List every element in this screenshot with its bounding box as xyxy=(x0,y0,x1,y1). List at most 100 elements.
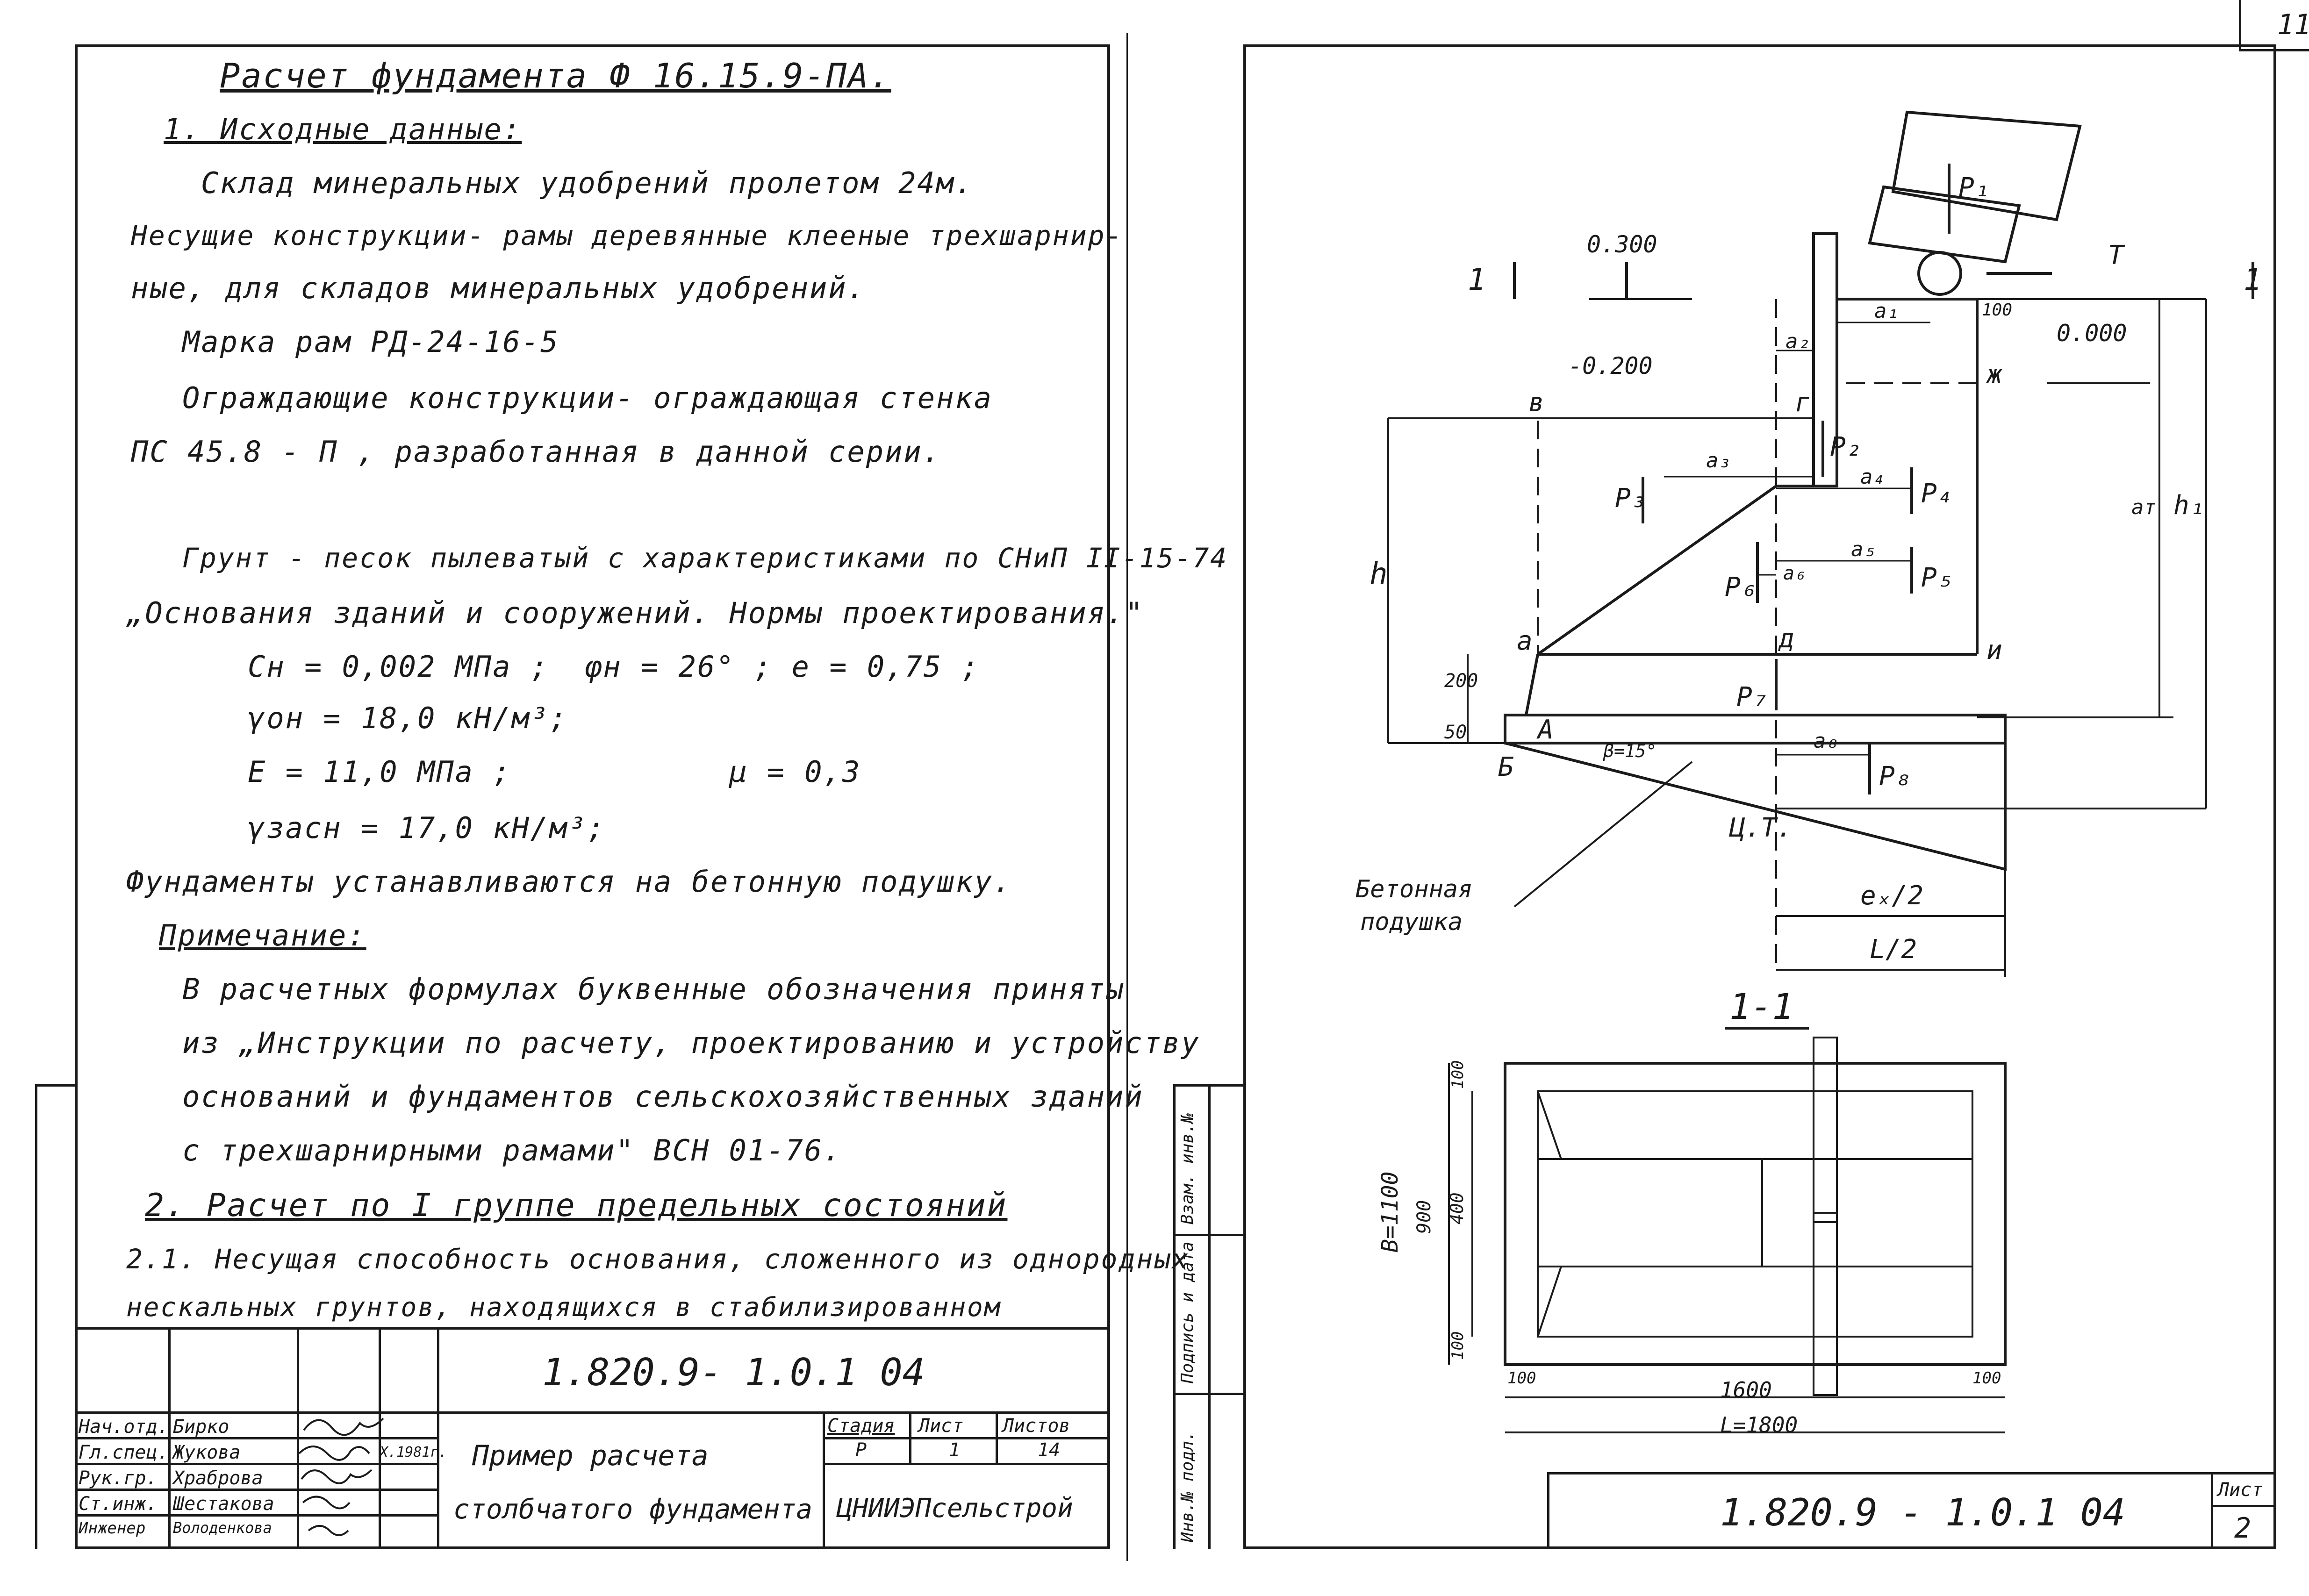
right-stamp-col xyxy=(2211,1472,2213,1549)
dim-a3: a₃ xyxy=(1706,449,1731,472)
load-T: T xyxy=(2108,240,2125,271)
section-title: 1-1 xyxy=(1729,986,1793,1027)
dim-B: B=1100 xyxy=(1377,1172,1403,1252)
load-P5: P₅ xyxy=(1921,563,1952,593)
text-line: Несущие конструкции- рамы деревянные кле… xyxy=(131,220,1124,251)
dim-h1: h₁ xyxy=(2173,490,2205,521)
cushion-label-1: Бетонная xyxy=(1355,875,1472,903)
dim-a5: a₅ xyxy=(1851,537,1876,561)
dim-a4: a₄ xyxy=(1860,465,1885,489)
right-sheet-frame xyxy=(1243,44,2276,1549)
cut-mark-1: 1 xyxy=(1468,263,1486,297)
stamp-date: X.1981г. xyxy=(380,1444,447,1460)
section-heading-1: 1. Исходные данные: xyxy=(164,112,522,146)
dim-ef2: eₓ/2 xyxy=(1860,880,1923,911)
load-P1: P₁ xyxy=(1958,172,1990,203)
formula: Сн = 0,002 МПа ; xyxy=(248,650,550,684)
right-side-strip-sep xyxy=(1173,1393,1243,1395)
stamp-sheets-label: Листов xyxy=(1003,1415,1070,1437)
point-v: в xyxy=(1528,387,1544,418)
load-P6: P₆ xyxy=(1725,572,1756,602)
dim-a2: a₂ xyxy=(1786,329,1810,353)
text-line: Склад минеральных удобрений пролетом 24м… xyxy=(201,166,974,200)
point-a: a xyxy=(1517,626,1533,656)
stamp-name: Бирко xyxy=(173,1416,229,1438)
dim-a6: a₆ xyxy=(1783,563,1806,584)
text-line: Грунт - песок пылеватый с характеристика… xyxy=(182,542,1228,574)
text-line: с трехшарнирными рамами" ВСН 01-76. xyxy=(182,1133,842,1167)
level-0300: 0.300 xyxy=(1587,231,1657,258)
left-side-strip-top xyxy=(35,1084,76,1087)
dim-400: 400 xyxy=(1447,1192,1467,1224)
stamp-sheet: 1 xyxy=(949,1439,961,1461)
dim-900: 900 xyxy=(1413,1200,1435,1234)
right-side-strip-sep xyxy=(1173,1234,1243,1236)
text-line: оснований и фундаментов сельскохозяйстве… xyxy=(182,1080,1144,1114)
dim-50: 50 xyxy=(1444,722,1467,743)
dim-a1: a₁ xyxy=(1874,299,1899,323)
dim-100a: 100 xyxy=(1449,1060,1467,1089)
sheet-title: Расчет фундамента Ф 16.15.9-ПА. xyxy=(220,56,891,95)
dim-100d: 100 xyxy=(1972,1369,2001,1388)
stamp-role: Гл.спец. xyxy=(79,1442,169,1463)
point-A: A xyxy=(1536,715,1554,745)
stamp-col xyxy=(437,1327,439,1549)
right-stamp-top xyxy=(1547,1472,2276,1474)
dim-200: 200 xyxy=(1444,670,1478,692)
stamp-line xyxy=(823,1463,1110,1465)
dim-h: h xyxy=(1370,557,1388,592)
text-line: 2.1. Несущая способность основания, слож… xyxy=(126,1243,1190,1275)
stamp-name: Жукова xyxy=(173,1442,241,1463)
load-P4: P₄ xyxy=(1921,479,1952,509)
point-B: Б xyxy=(1498,752,1514,782)
stamp-name: Храброва xyxy=(173,1467,263,1489)
left-sheet-frame xyxy=(75,44,1110,1549)
stamp-line xyxy=(75,1411,1110,1414)
cushion-label-2: подушка xyxy=(1360,908,1463,936)
stamp-title-1: Пример расчета xyxy=(472,1439,709,1472)
right-stamp-left xyxy=(1547,1472,1549,1549)
level-0000: 0.000 xyxy=(2057,320,2127,347)
text-line: из „Инструкции по расчету, проектировани… xyxy=(182,1026,1200,1060)
point-d: д xyxy=(1778,623,1794,654)
stamp-sheets: 14 xyxy=(1038,1439,1061,1461)
formula: γон = 18,0 кН/м³; xyxy=(248,701,568,735)
text-line: Ограждающие конструкции- ограждающая сте… xyxy=(182,381,993,415)
stamp-stage-label: Стадия xyxy=(827,1415,895,1437)
text-line: ные, для складов минеральных удобрений. xyxy=(131,271,866,305)
section-heading-2: 2. Расчет по I группе предельных состоян… xyxy=(145,1187,1008,1224)
text-line: Марка рам РД-24-16-5 xyxy=(182,325,559,359)
stamp-line xyxy=(75,1463,437,1465)
text-line: ПС 45.8 - П , разработанная в данной сер… xyxy=(131,435,942,469)
dim-1600: 1600 xyxy=(1720,1377,1772,1403)
point-g: г xyxy=(1795,387,1811,418)
point-i: и xyxy=(1986,635,2002,666)
stamp-sheet-label: Лист xyxy=(918,1415,964,1437)
formula: μ = 0,3 xyxy=(729,755,861,789)
point-CT: Ц.Т. xyxy=(1729,813,1793,843)
stamp-line xyxy=(75,1437,437,1439)
load-P7: P₇ xyxy=(1736,682,1768,712)
stamp-name: Шестакова xyxy=(173,1493,274,1515)
text-line: нескальных грунтов, находящихся в стабил… xyxy=(126,1292,1002,1323)
stamp-code: 1.820.9- 1.0.1 04 xyxy=(542,1351,925,1394)
stamp-role: Инженер xyxy=(79,1519,146,1538)
dim-100: 100 xyxy=(1982,301,2012,320)
page-number: 11 xyxy=(2277,8,2309,41)
formula: φн = 26° ; e = 0,75 ; xyxy=(584,650,980,684)
dim-L: L=1800 xyxy=(1720,1412,1798,1438)
dim-100b: 100 xyxy=(1449,1331,1467,1360)
load-P2: P₂ xyxy=(1830,432,1861,462)
point-zh: ж xyxy=(1986,359,2003,390)
level-0200: -0.200 xyxy=(1568,352,1653,379)
stamp-top-line xyxy=(75,1327,1110,1330)
stamp-line xyxy=(75,1514,437,1517)
load-P3: P₃ xyxy=(1615,483,1646,514)
stamp-line xyxy=(823,1437,1110,1439)
stamp-line xyxy=(75,1489,437,1491)
right-side-strip xyxy=(1173,1084,1176,1549)
right-stamp-sheet-label: Лист xyxy=(2218,1479,2263,1501)
stamp-title-2: столбчатого фундамента xyxy=(453,1493,813,1525)
right-stamp-code: 1.820.9 - 1.0.1 04 xyxy=(1720,1491,2125,1534)
